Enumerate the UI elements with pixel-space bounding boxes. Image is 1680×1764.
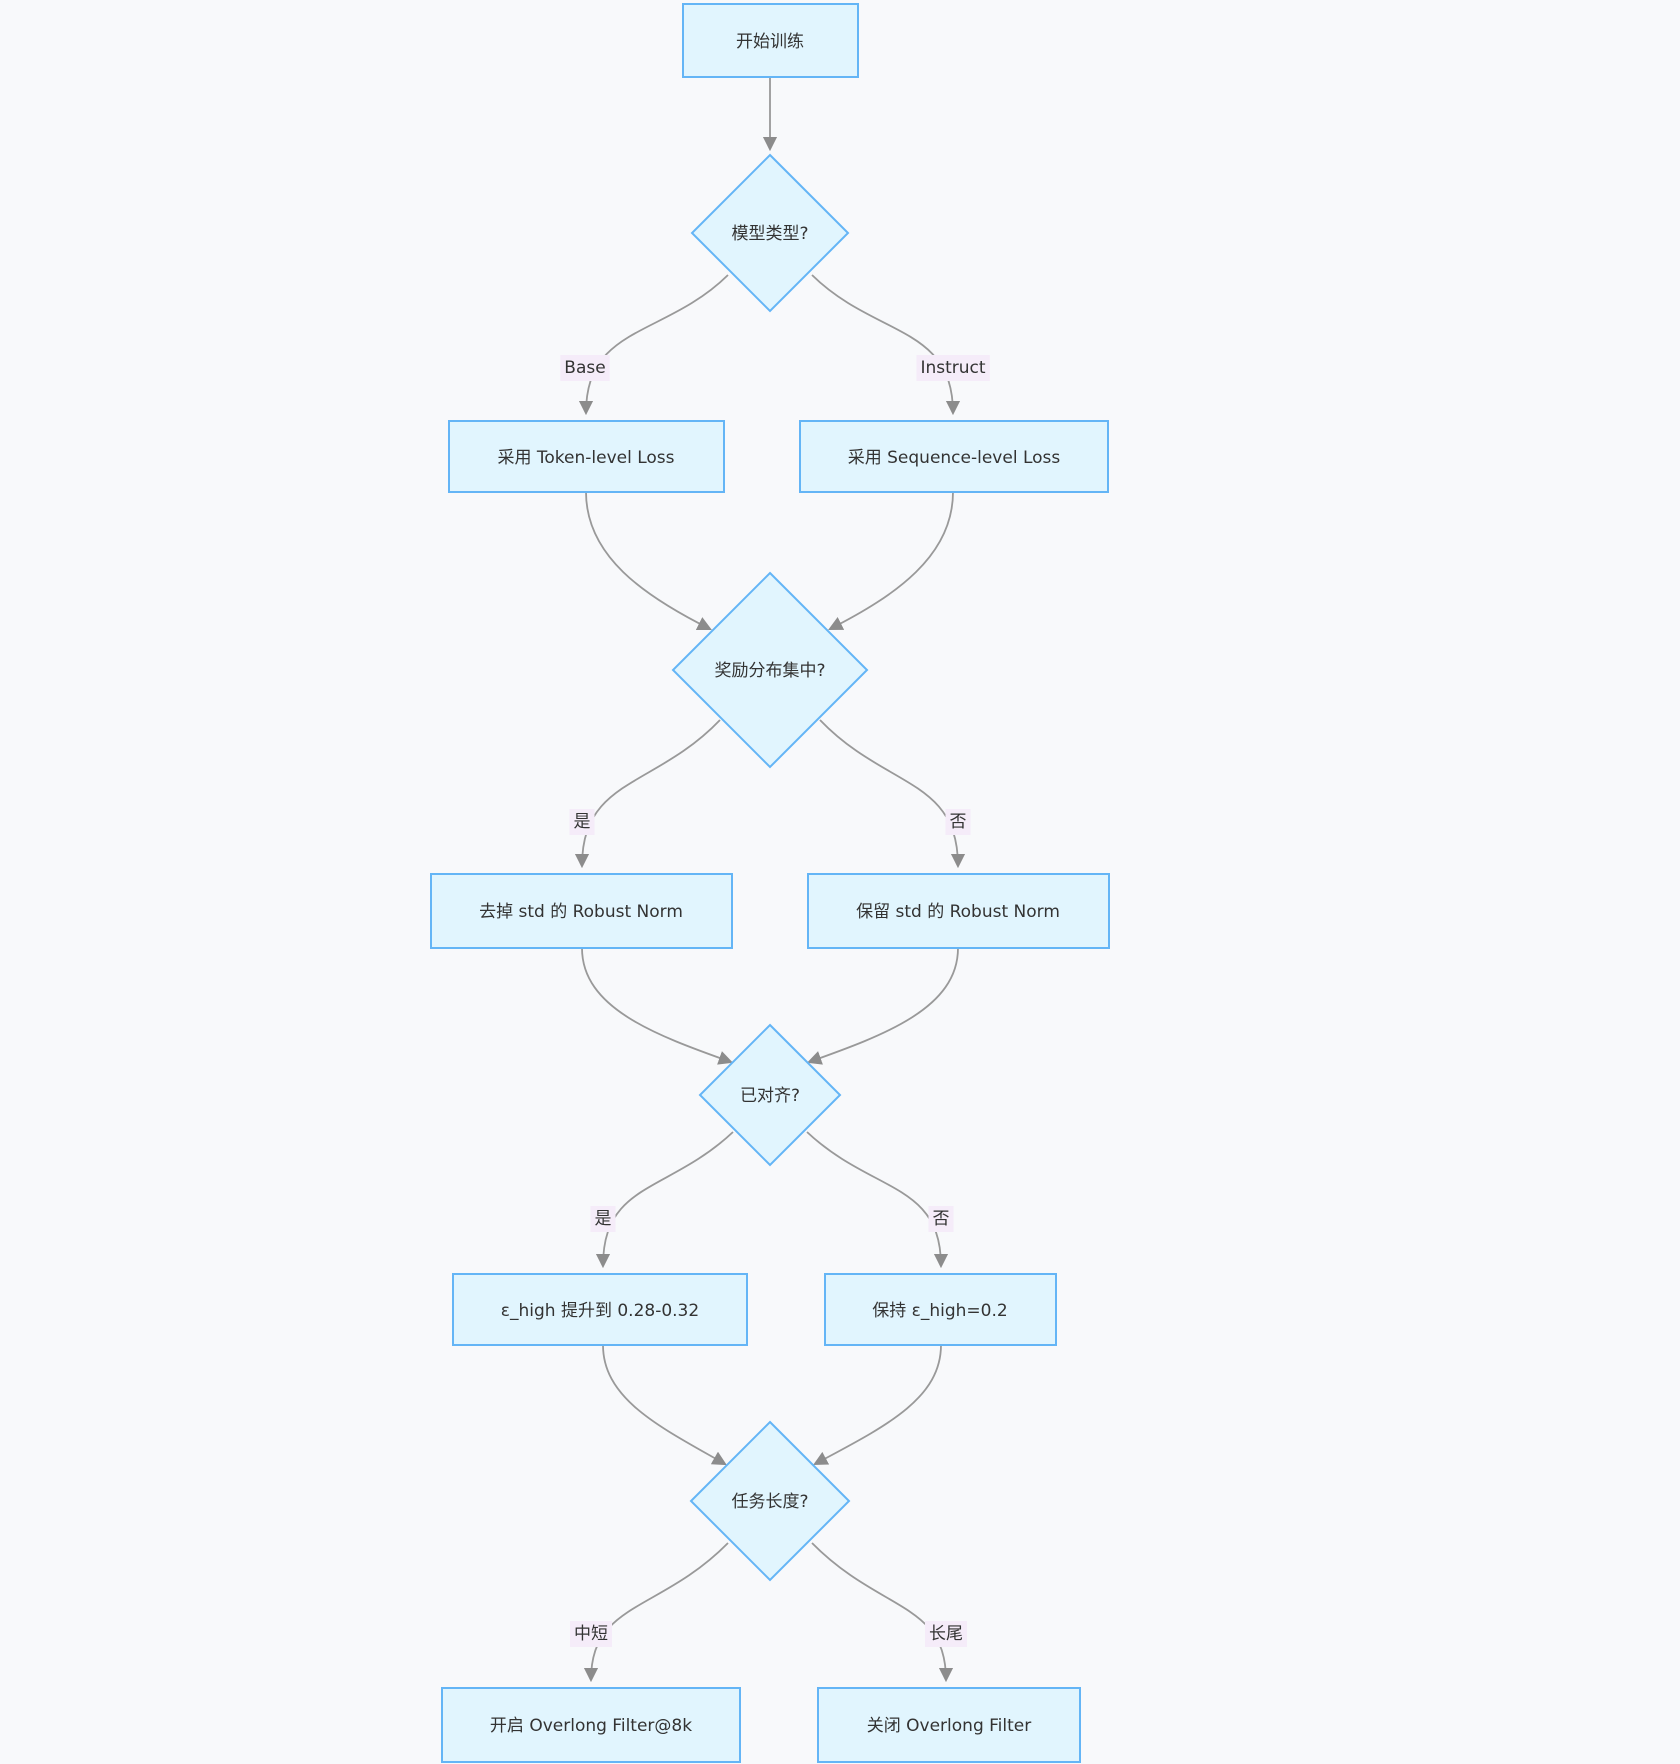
nodes-layer: 开始训练 模型类型? 采用 Token-level Loss 采用 Sequen… [430, 3, 1110, 1763]
edge-token-loss-to-reward [585, 491, 712, 630]
edge-label-text: 是 [595, 1209, 612, 1229]
node-keep-eps: 保持 ε_high=0.2 [824, 1273, 1057, 1346]
node-filter-on-label: 开启 Overlong Filter@8k [490, 1716, 692, 1736]
node-drop-std-label: 去掉 std 的 Robust Norm [479, 902, 683, 922]
node-filter-off-shape [817, 1687, 1081, 1763]
edge-model-type-to-token-loss [578, 274, 729, 416]
node-keep-eps-shape [824, 1273, 1057, 1346]
node-decision-model-type: 模型类型? [690, 153, 850, 313]
node-raise-eps-shape [452, 1273, 748, 1346]
edge-label-bg [916, 355, 990, 381]
node-task-length-label: 任务长度? [731, 1492, 808, 1512]
edge-drop-std-to-aligned [581, 947, 734, 1065]
node-filter-off-label: 关闭 Overlong Filter [867, 1716, 1032, 1736]
node-start-label: 开始训练 [736, 32, 804, 52]
node-keep-std-label: 保留 std 的 Robust Norm [856, 902, 1060, 922]
edge-keep-std-to-aligned [806, 947, 959, 1065]
node-keep-eps-label: 保持 ε_high=0.2 [872, 1301, 1007, 1321]
edge-label-bg [925, 1621, 967, 1647]
edge-labels-layer: Base Instruct 是 否 是 否 [560, 355, 990, 1647]
node-filter-on: 开启 Overlong Filter@8k [441, 1687, 741, 1763]
node-start: 开始训练 [682, 3, 859, 78]
node-seq-loss: 采用 Sequence-level Loss [799, 420, 1109, 493]
edge-label-bg [570, 1621, 612, 1647]
node-decision-reward-concentrated: 奖励分布集中? [671, 571, 869, 769]
edge-keep-eps-to-length [813, 1344, 942, 1466]
node-keep-std-shape [807, 873, 1110, 949]
edges-layer [574, 77, 966, 1683]
edge-label-text: Instruct [920, 358, 985, 378]
edge-label-text: Base [564, 358, 605, 378]
edge-label-bg [560, 355, 610, 381]
node-model-type-shape [690, 153, 850, 313]
edge-label-aligned-no: 否 [928, 1206, 954, 1232]
edge-label-text: 是 [574, 812, 591, 832]
edge-label-bg [945, 809, 971, 835]
node-start-shape [682, 3, 859, 78]
node-reward-shape [671, 571, 869, 769]
edge-label-base: Base [560, 355, 610, 381]
edge-label-text: 否 [933, 1209, 950, 1229]
edge-label-bg [569, 809, 595, 835]
node-drop-std-shape [430, 873, 733, 949]
edge-label-length-short: 中短 [570, 1621, 612, 1647]
edge-label-reward-no: 否 [945, 809, 971, 835]
node-seq-loss-label: 采用 Sequence-level Loss [848, 448, 1061, 468]
node-raise-eps: ε_high 提升到 0.28-0.32 [452, 1273, 748, 1346]
edge-reward-to-drop-std [574, 719, 721, 869]
edge-label-length-long: 长尾 [925, 1621, 967, 1647]
edge-label-aligned-yes: 是 [590, 1206, 616, 1232]
node-token-loss: 采用 Token-level Loss [448, 420, 725, 493]
node-token-loss-shape [448, 420, 725, 493]
node-raise-eps-label: ε_high 提升到 0.28-0.32 [501, 1301, 699, 1321]
edge-aligned-to-raise-eps [595, 1131, 734, 1269]
edge-model-type-to-seq-loss [811, 274, 961, 416]
edge-label-text: 长尾 [929, 1624, 963, 1644]
edge-length-to-filter-off [811, 1542, 954, 1683]
node-seq-loss-shape [799, 420, 1109, 493]
edge-seq-loss-to-reward [828, 491, 954, 630]
node-drop-std: 去掉 std 的 Robust Norm [430, 873, 733, 949]
node-aligned-label: 已对齐? [740, 1086, 800, 1106]
node-task-length-shape [689, 1420, 851, 1582]
edge-label-text: 中短 [574, 1624, 608, 1644]
edge-label-bg [928, 1206, 954, 1232]
node-decision-aligned: 已对齐? [698, 1023, 842, 1167]
node-model-type-label: 模型类型? [731, 224, 808, 244]
edge-label-reward-yes: 是 [569, 809, 595, 835]
node-decision-task-length: 任务长度? [689, 1420, 851, 1582]
edge-aligned-to-keep-eps [806, 1131, 949, 1269]
node-aligned-shape [698, 1023, 842, 1167]
edge-reward-to-keep-std [819, 719, 966, 869]
edge-raise-eps-to-length [602, 1344, 727, 1466]
edge-label-text: 否 [950, 812, 967, 832]
node-filter-on-shape [441, 1687, 741, 1763]
edge-length-to-filter-on [583, 1542, 729, 1683]
node-reward-label: 奖励分布集中? [714, 661, 825, 681]
node-token-loss-label: 采用 Token-level Loss [497, 448, 674, 468]
node-filter-off: 关闭 Overlong Filter [817, 1687, 1081, 1763]
edge-label-bg [590, 1206, 616, 1232]
edge-label-instruct: Instruct [916, 355, 990, 381]
node-keep-std: 保留 std 的 Robust Norm [807, 873, 1110, 949]
